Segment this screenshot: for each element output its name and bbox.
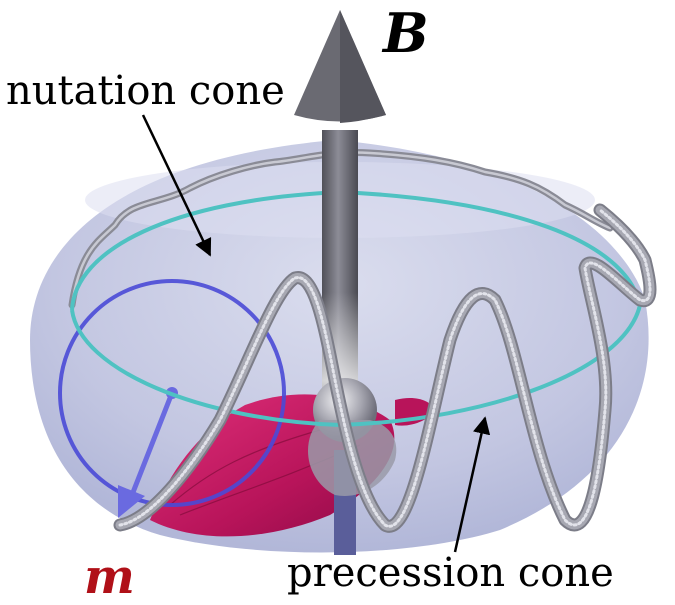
nutation-pointer-arrow: [141, 114, 212, 257]
magnetization-vector-head: [118, 485, 145, 518]
trajectory-front-highlight: [118, 208, 652, 528]
magnetization-label: m: [84, 549, 135, 605]
nutation-circle: [58, 279, 286, 507]
field-label: B: [383, 1, 429, 65]
precession-pointer-arrow: [453, 416, 491, 553]
precession-cone-label: precession cone: [287, 550, 614, 596]
cone-vein-1: [169, 429, 321, 506]
field-arrow-head-shade: [340, 10, 386, 123]
nutation-cone-label: nutation cone: [6, 68, 285, 114]
magnetization-vector: [127, 392, 175, 501]
trajectory-back-hl: [70, 151, 612, 307]
